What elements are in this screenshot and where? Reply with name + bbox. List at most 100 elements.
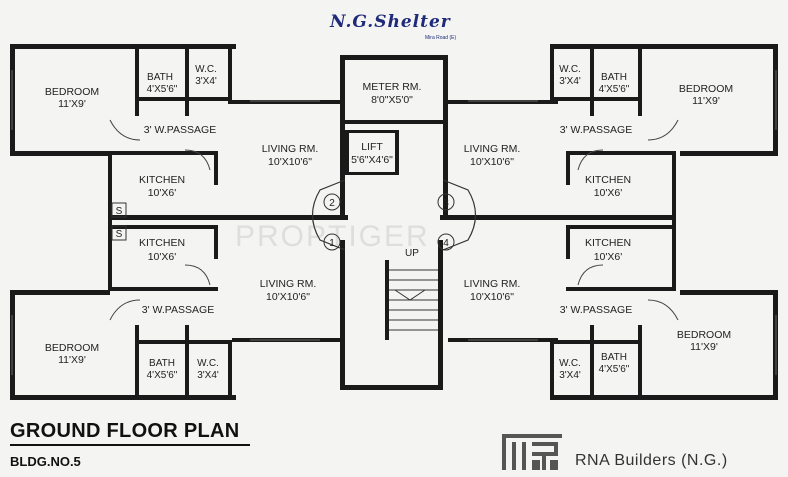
plan-drawing-element [228,44,232,104]
bl-kitchen-label: KITCHEN [139,237,185,249]
tr-bath-dim: 4'X5'6" [599,84,630,95]
plan-drawing-element [647,299,679,321]
plan-drawing-element [214,229,218,259]
plan-drawing-element [311,179,346,251]
plan-drawing-element [554,340,590,344]
watermark: PROPTIGER [235,220,430,253]
plan-drawing-element [109,119,141,141]
br-passage-label: 3' W.PASSAGE [560,304,632,316]
plan-drawing-element [189,340,229,344]
plan-drawing-element [345,120,443,124]
plan-drawing-element [532,460,540,470]
br-living-dim: 10'X10'6" [470,291,514,303]
plan-drawing-element [184,264,211,286]
plan-drawing-element [10,151,110,156]
building-number: BLDG.NO.5 [10,454,81,469]
plan-drawing-element [111,225,127,241]
plan-drawing-element [108,287,218,291]
plan-drawing-element [189,97,229,101]
tl-wc-label: W.C. [195,64,217,75]
plan-drawing-element [395,130,399,175]
plan-drawing-element [566,155,570,185]
plan-drawing-element [139,340,185,344]
builder-logo-icon [502,434,562,470]
plan-drawing-element [111,202,127,218]
plan-title-underline [10,444,250,446]
plan-drawing-element [550,340,554,400]
tl-kitchen-label: KITCHEN [139,174,185,186]
plan-drawing-element [512,442,516,470]
plan-drawing-element [590,44,594,116]
tr-bedroom-dim: 11'X9' [692,95,720,107]
plan-drawing-element [108,151,218,155]
plan-drawing-element [680,151,778,156]
plan-drawing-element [185,325,189,397]
plan-drawing-element [185,44,189,116]
flat-number-3: 3 [443,198,449,209]
bl-bath-dim: 4'X5'6" [147,370,178,381]
plan-drawing-element [532,442,558,446]
brand-subtitle: Mira Road (E) [425,35,457,41]
flat-number-2: 2 [329,198,335,209]
plan-drawing-element [345,130,349,175]
plan-drawing-element [550,44,554,104]
plan-drawing-element [680,290,778,295]
plan-drawing-element [532,452,558,456]
plan-drawing-element [550,395,778,400]
plan-drawing-element [340,385,443,390]
plan-drawing-element [550,44,778,49]
plan-drawing-element [566,229,570,259]
bl-bedroom-label: BEDROOM [45,342,99,354]
plan-drawing-element [108,225,218,229]
plan-drawing-element [10,395,236,400]
br-bedroom-label: BEDROOM [677,329,731,341]
br-living-label: LIVING RM. [464,278,521,290]
plan-drawing-element [11,70,777,375]
shaft-1-label: S [116,206,123,217]
plan-drawing-element [10,290,110,295]
tl-kitchen-dim: 10'X6' [148,187,177,199]
tr-wc-label: W.C. [559,64,581,75]
plan-drawing-element [448,100,558,104]
br-wc-label: W.C. [559,358,581,369]
plan-drawing-element [566,287,676,291]
br-kitchen-dim: 10'X6' [594,251,623,263]
stair-up-label: UP [405,248,419,259]
plan-drawing-element [438,240,443,390]
tr-kitchen-dim: 10'X6' [594,187,623,199]
tr-bedroom-label: BEDROOM [679,83,733,95]
lift-dim: 5'6"X4'6" [351,154,393,166]
plan-drawing-element [638,44,642,116]
plan-drawing-element [437,233,455,251]
br-kitchen-label: KITCHEN [585,237,631,249]
br-bedroom-dim: 11'X9' [690,341,718,353]
plan-drawing-element [638,325,642,397]
br-bath-label: BATH [601,352,627,363]
plan-drawing-element [554,442,558,456]
plan-drawing-element [135,44,139,116]
bl-wc-dim: 3'X4' [197,370,219,381]
tr-passage-label: 3' W.PASSAGE [560,124,632,136]
plan-drawing-element [108,215,348,220]
plan-drawing-element [139,97,185,101]
plan-drawing-element [550,460,558,470]
tl-living-label: LIVING RM. [262,143,319,155]
bl-bath-label: BATH [149,358,175,369]
plan-drawing-element [443,55,448,215]
tl-living-dim: 10'X10'6" [268,156,312,168]
plan-drawing-element [228,340,232,400]
meter-room-label: METER RM. [363,81,422,93]
br-bath-dim: 4'X5'6" [599,364,630,375]
plan-drawing-element [442,179,477,251]
tr-bath-label: BATH [601,72,627,83]
plan-drawing-element [184,149,211,171]
plan-drawing-element [502,434,562,470]
plan-drawing-element [502,434,562,438]
bl-bedroom-dim: 11'X9' [58,354,86,366]
plan-drawing-element [672,151,676,291]
plan-drawing-element [385,260,389,340]
tr-wc-dim: 3'X4' [559,76,581,87]
plan-drawing-element [590,325,594,397]
plan-drawing-element [349,130,395,133]
